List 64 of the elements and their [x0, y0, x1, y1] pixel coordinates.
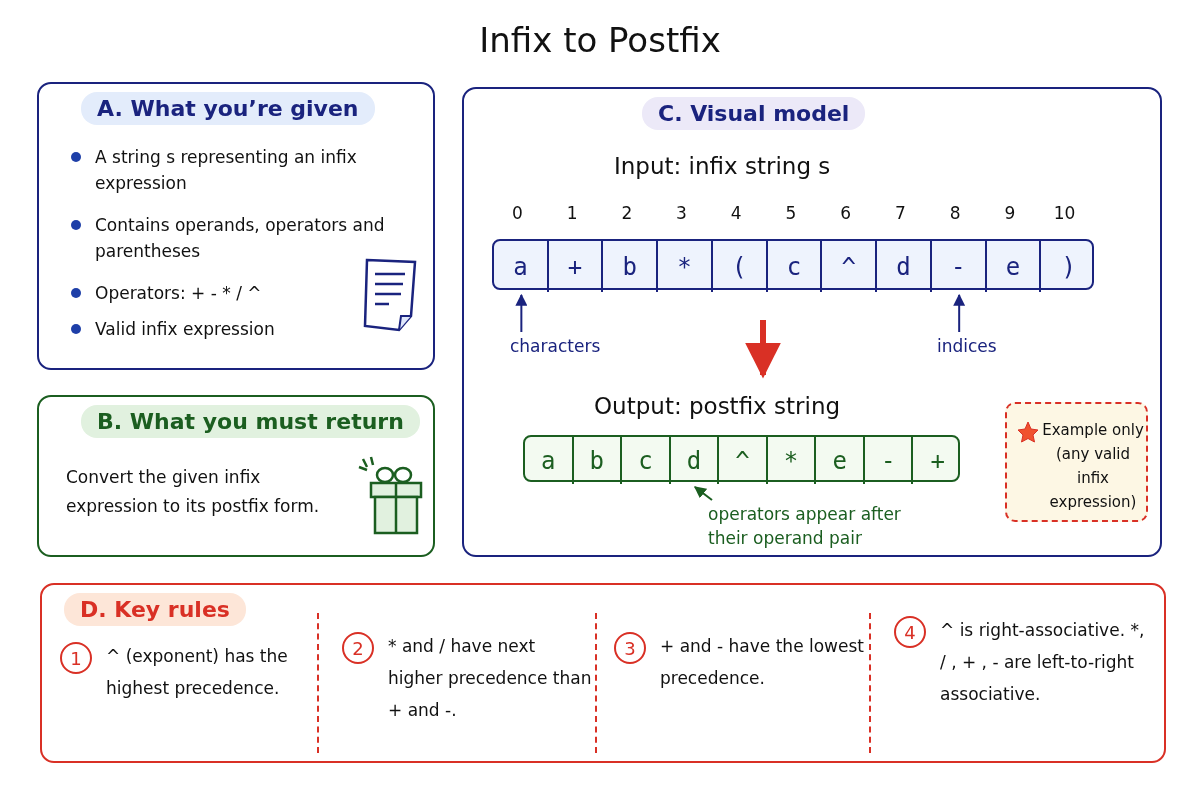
- index-number: 1: [565, 203, 579, 223]
- rule-text: + and - have the lowest precedence.: [660, 635, 865, 690]
- character-cell: a: [525, 437, 574, 484]
- section-heading: C. Visual model: [642, 97, 866, 130]
- character-cell: b: [603, 241, 659, 292]
- annotation-text: characters: [510, 334, 620, 360]
- annotation-text: operators appear after their operand pair: [708, 502, 918, 552]
- character-cell: ^: [719, 437, 768, 484]
- character-cell: d: [877, 241, 932, 292]
- character-cell: *: [767, 437, 817, 484]
- leader-arrow: [515, 293, 528, 333]
- annotation-text: indices: [937, 334, 1009, 360]
- character-strip: [492, 239, 1094, 290]
- bullet-item: Contains operands, operators and parentheses: [69, 212, 395, 264]
- bullet-item: A string s representing an infix expression: [69, 144, 395, 196]
- step-number: 1: [60, 642, 92, 674]
- index-number: 8: [948, 203, 962, 223]
- character-cell: c: [767, 241, 823, 292]
- rule-text: * and / have next higher precedence than + and -.: [388, 635, 593, 722]
- section-panel: [40, 583, 1166, 763]
- character-cell: ): [1041, 241, 1096, 292]
- character-cell: -: [864, 437, 914, 484]
- section-panel: [462, 87, 1162, 557]
- character-cell: +: [913, 437, 962, 484]
- character-cell: -: [931, 241, 987, 292]
- character-cell: *: [658, 241, 713, 292]
- body-text: Convert the given infix expression to its postfix form.: [66, 466, 321, 518]
- index-number: 3: [675, 203, 688, 223]
- character-cell: a: [494, 241, 549, 292]
- step-number: 3: [614, 632, 646, 664]
- note-card: [1005, 402, 1148, 522]
- section-heading: D. Key rules: [64, 593, 246, 626]
- leader-arrow: [693, 486, 713, 501]
- section-heading: B. What you must return: [81, 405, 420, 438]
- character-cell: b: [573, 437, 623, 484]
- rule-text: ^ (exponent) has the highest precedence.: [106, 645, 289, 700]
- index-number: 4: [729, 203, 743, 223]
- title: Infix to Postfix: [478, 20, 722, 60]
- index-number: 0: [510, 203, 524, 223]
- section-panel: [37, 395, 435, 557]
- character-strip: [523, 435, 960, 482]
- character-cell: e: [816, 437, 865, 484]
- note-text: Example only (any valid infix expression): [1041, 420, 1145, 513]
- character-cell: ^: [822, 241, 878, 292]
- index-number: 9: [1003, 203, 1017, 223]
- heading-text: Input: infix string s: [614, 153, 831, 179]
- character-cell: e: [986, 241, 1042, 292]
- section-heading: A. What you’re given: [81, 92, 375, 125]
- heading-text: Output: postfix string: [594, 393, 841, 419]
- index-number: 2: [620, 203, 634, 223]
- index-number: 7: [894, 203, 907, 223]
- step-number: 4: [894, 616, 926, 648]
- index-number: 5: [784, 203, 798, 223]
- index-number: 10: [1052, 203, 1077, 223]
- step-number: 2: [342, 632, 374, 664]
- character-cell: c: [622, 437, 671, 484]
- big-arrow: [745, 320, 781, 379]
- rule-text: ^ is right-associative. *, / , + , - are left-to-right associative.: [940, 619, 1146, 706]
- index-number: 6: [839, 203, 853, 223]
- character-cell: +: [548, 241, 604, 292]
- leader-arrow: [953, 293, 966, 333]
- character-cell: d: [670, 437, 720, 484]
- section-panel: [37, 82, 435, 370]
- character-cell: (: [712, 241, 768, 292]
